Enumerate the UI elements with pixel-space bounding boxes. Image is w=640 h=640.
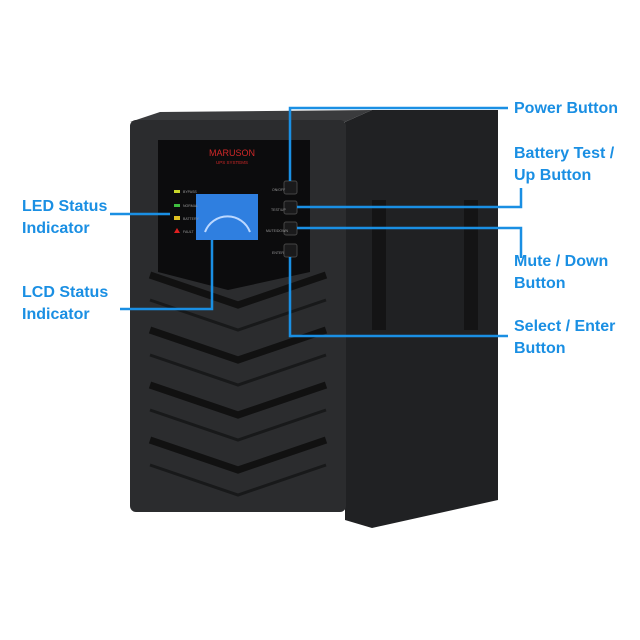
led-label-fault: FAULT <box>183 230 194 234</box>
button-label-onoff: ON/OFF <box>272 188 285 192</box>
button-label-mute: MUTE/DOWN <box>266 229 288 233</box>
callout-battery-test: Battery Test /Up Button <box>514 145 615 184</box>
led-label-normal: NORMAL <box>183 204 198 208</box>
led-label-bypass: BYPASS <box>183 190 197 194</box>
led-fault-icon <box>174 228 180 233</box>
led-normal-icon <box>174 204 180 207</box>
led-label-battery: BATTERY <box>183 217 199 221</box>
led-battery-icon <box>174 216 180 220</box>
button-label-enter: ENTER <box>272 251 284 255</box>
ups-top <box>130 110 372 122</box>
button-label-test: TEST/UP <box>271 208 286 212</box>
side-vents <box>372 200 478 330</box>
test-up-button[interactable] <box>283 200 298 215</box>
led-bypass-icon <box>174 190 180 193</box>
brand-name: MARUSON <box>209 148 255 158</box>
callout-power-button: Power Button <box>514 100 618 117</box>
vent-grille <box>148 271 328 474</box>
callout-lines <box>110 106 523 338</box>
power-button[interactable] <box>283 180 298 195</box>
enter-button[interactable] <box>283 243 298 258</box>
brand-sub: UPS SYSTEMS <box>216 160 248 165</box>
